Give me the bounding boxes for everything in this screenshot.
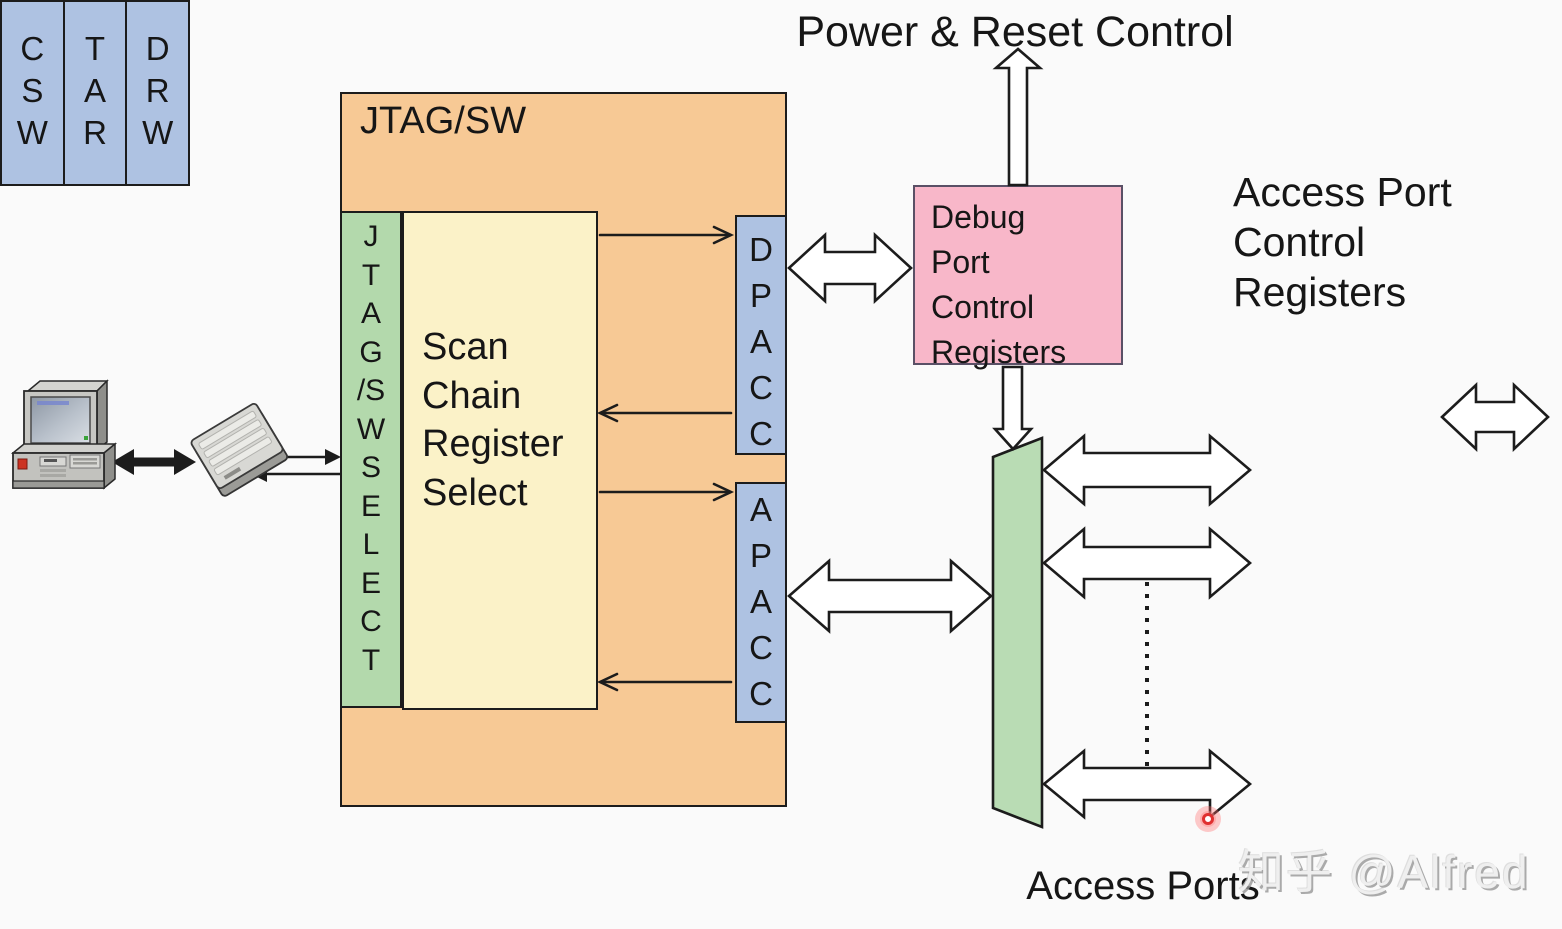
apacc-letter: C	[749, 629, 773, 666]
arrow-bus-apn	[1041, 748, 1253, 820]
jtag-sw-select-strip: J T A G /S W S E L E C T	[340, 211, 402, 708]
register-letter: A	[84, 72, 107, 109]
register-letter: T	[84, 30, 106, 67]
apacc-letter: P	[749, 537, 772, 574]
power-reset-control-label: Power & Reset Control	[796, 8, 1234, 56]
dpacc-box: D P A C C	[735, 215, 787, 455]
dpacc-letter: A	[749, 323, 772, 360]
access-port-registers-box: C S W T A R D R W	[0, 0, 190, 186]
access-ports-bus	[991, 436, 1044, 829]
register-letter: W	[142, 114, 174, 151]
register-letter: S	[21, 72, 44, 109]
cursor-dot-icon	[1195, 806, 1221, 832]
arrow-debugport-bus	[992, 365, 1034, 451]
apcr-label-line: Control	[1233, 219, 1366, 265]
debug-port-line: Port	[931, 244, 990, 280]
access-port-control-registers-label: Access Port Control Registers	[1233, 167, 1452, 317]
select-letter: C	[360, 605, 382, 638]
csw-register: C S W	[2, 2, 65, 184]
dpacc-letter: P	[749, 277, 772, 314]
select-letter: /S	[356, 374, 386, 407]
register-letter: C	[20, 30, 45, 67]
select-letter: L	[362, 528, 380, 561]
arrow-drw-external	[1440, 381, 1550, 453]
select-letter: W	[356, 412, 386, 446]
register-letter: D	[145, 30, 170, 67]
apacc-letter: A	[749, 583, 772, 620]
arrow-bus-csw	[1041, 433, 1253, 507]
arrow-bus-ap2	[1041, 526, 1253, 600]
probe-icon	[190, 403, 289, 497]
select-letter: T	[361, 258, 381, 292]
select-letter: J	[363, 220, 379, 253]
select-letter: S	[360, 451, 381, 484]
scan-chain-line: Register	[422, 423, 564, 465]
apacc-letter: A	[749, 491, 772, 528]
scan-chain-line: Scan	[422, 326, 509, 368]
apacc-box: A P A C C	[735, 482, 787, 723]
register-letter: R	[83, 114, 107, 151]
register-letter: R	[145, 72, 170, 109]
apacc-letter: C	[749, 675, 773, 712]
dpacc-letter: C	[749, 369, 773, 406]
select-letter: T	[361, 643, 381, 677]
access-ports-label: Access Ports	[1026, 864, 1260, 908]
jtag-sw-title: JTAG/SW	[360, 100, 527, 142]
scan-chain-line: Chain	[422, 374, 522, 417]
debug-port-line: Registers	[931, 334, 1067, 370]
select-letter: A	[360, 297, 381, 330]
drw-register: D R W	[127, 2, 188, 184]
arrow-power-reset	[992, 47, 1044, 187]
debug-port-line: Debug	[931, 199, 1026, 235]
arrow-dpacc-debugport	[787, 232, 913, 304]
watermark: 知乎 @Alfred	[1238, 846, 1530, 898]
arrow-host-probe	[112, 449, 196, 475]
select-letter: E	[360, 566, 381, 600]
apcr-label-line: Access Port	[1233, 169, 1452, 215]
scan-chain-register-select-box: Scan Chain Register Select	[402, 211, 598, 710]
register-letter: W	[16, 114, 48, 151]
arrow-apacc-bus	[787, 558, 993, 634]
arrow-port-to-probe	[251, 466, 342, 482]
dpacc-letter: C	[749, 415, 773, 452]
dpacc-letter: D	[749, 231, 773, 268]
select-letter: E	[360, 489, 381, 523]
computer-icon	[10, 379, 118, 490]
debug-port-control-registers-box: Debug Port Control Registers	[913, 185, 1123, 370]
apcr-label-line: Registers	[1233, 269, 1407, 315]
debug-port-line: Control	[931, 289, 1035, 325]
select-letter: G	[359, 335, 383, 369]
scan-chain-line: Select	[422, 471, 528, 514]
tar-register: T A R	[65, 2, 128, 184]
arrow-probe-to-port	[255, 449, 341, 465]
